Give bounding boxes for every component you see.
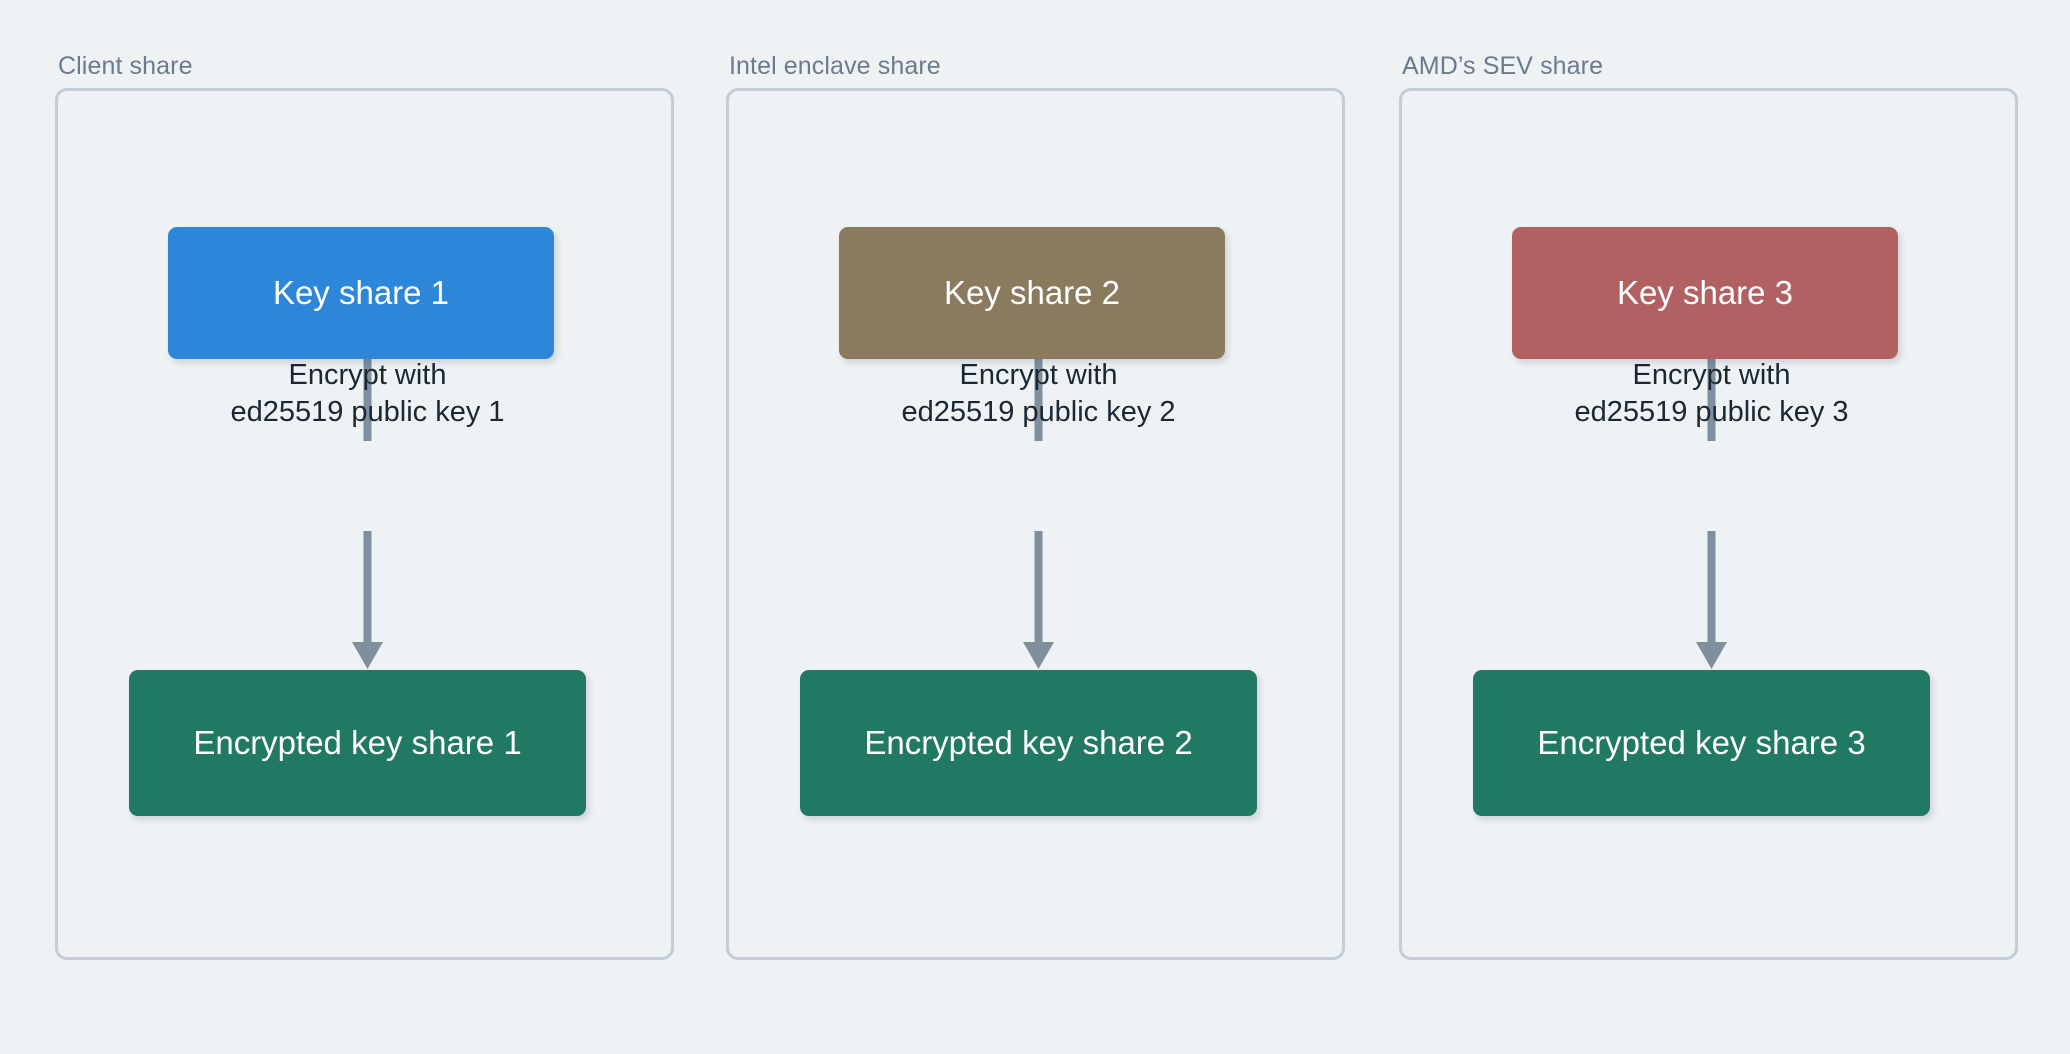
node-key-share-3[interactable]: Key share 3 (1512, 227, 1898, 359)
edge-label-2: Encrypt with ed25519 public key 2 (729, 357, 1348, 431)
node-key-share-2[interactable]: Key share 2 (839, 227, 1225, 359)
node-key-share-2-label: Key share 2 (943, 274, 1121, 311)
edge-connector-1 (178, 355, 557, 669)
node-encrypted-key-share-3[interactable]: Encrypted key share 3 (1473, 670, 1930, 816)
edge-label-line1-3: Encrypt with (1632, 359, 1791, 391)
edge-label-3: Encrypt with ed25519 public key 3 (1402, 357, 2021, 431)
edge-label-line2-3: ed25519 public key 3 (1574, 396, 1849, 428)
panel-intel-enclave-share: Intel enclave share Encrypt with ed25519… (726, 52, 1348, 960)
node-key-share-1[interactable]: Key share 1 (168, 227, 554, 359)
edge-label-line1-2: Encrypt with (959, 359, 1118, 391)
node-key-share-3-label: Key share 3 (1616, 274, 1794, 311)
node-key-share-1-label: Key share 1 (272, 274, 450, 311)
edge-label-line2-1: ed25519 public key 1 (230, 396, 505, 428)
edge-label-backdrop-1 (178, 441, 557, 531)
edge-connector-2 (849, 355, 1228, 669)
node-encrypted-key-share-2[interactable]: Encrypted key share 2 (800, 670, 1257, 816)
edge-label-line1-1: Encrypt with (288, 359, 447, 391)
node-encrypted-key-share-2-label: Encrypted key share 2 (864, 724, 1193, 761)
panel-label-intel-enclave-share: Intel enclave share (729, 52, 941, 80)
node-encrypted-key-share-1-label: Encrypted key share 1 (193, 724, 522, 761)
arrow-down-icon (1696, 642, 1727, 669)
panel-client-share: Client share Encrypt with ed25519 public… (55, 52, 677, 960)
edge-label-backdrop-2 (849, 441, 1228, 531)
edge-label-backdrop-3 (1522, 441, 1901, 531)
panel-label-amd-sev-share: AMD’s SEV share (1402, 52, 1604, 80)
arrow-down-icon (1023, 642, 1054, 669)
node-encrypted-key-share-1[interactable]: Encrypted key share 1 (129, 670, 586, 816)
node-encrypted-key-share-3-label: Encrypted key share 3 (1537, 724, 1866, 761)
arrow-down-icon (352, 642, 383, 669)
panel-label-client-share: Client share (58, 52, 193, 80)
edge-connector-3 (1522, 355, 1901, 669)
panel-amd-sev-share: AMD’s SEV share Encrypt with ed25519 pub… (1399, 52, 2021, 960)
edge-label-1: Encrypt with ed25519 public key 1 (58, 357, 677, 431)
edge-label-line2-2: ed25519 public key 2 (901, 396, 1176, 428)
